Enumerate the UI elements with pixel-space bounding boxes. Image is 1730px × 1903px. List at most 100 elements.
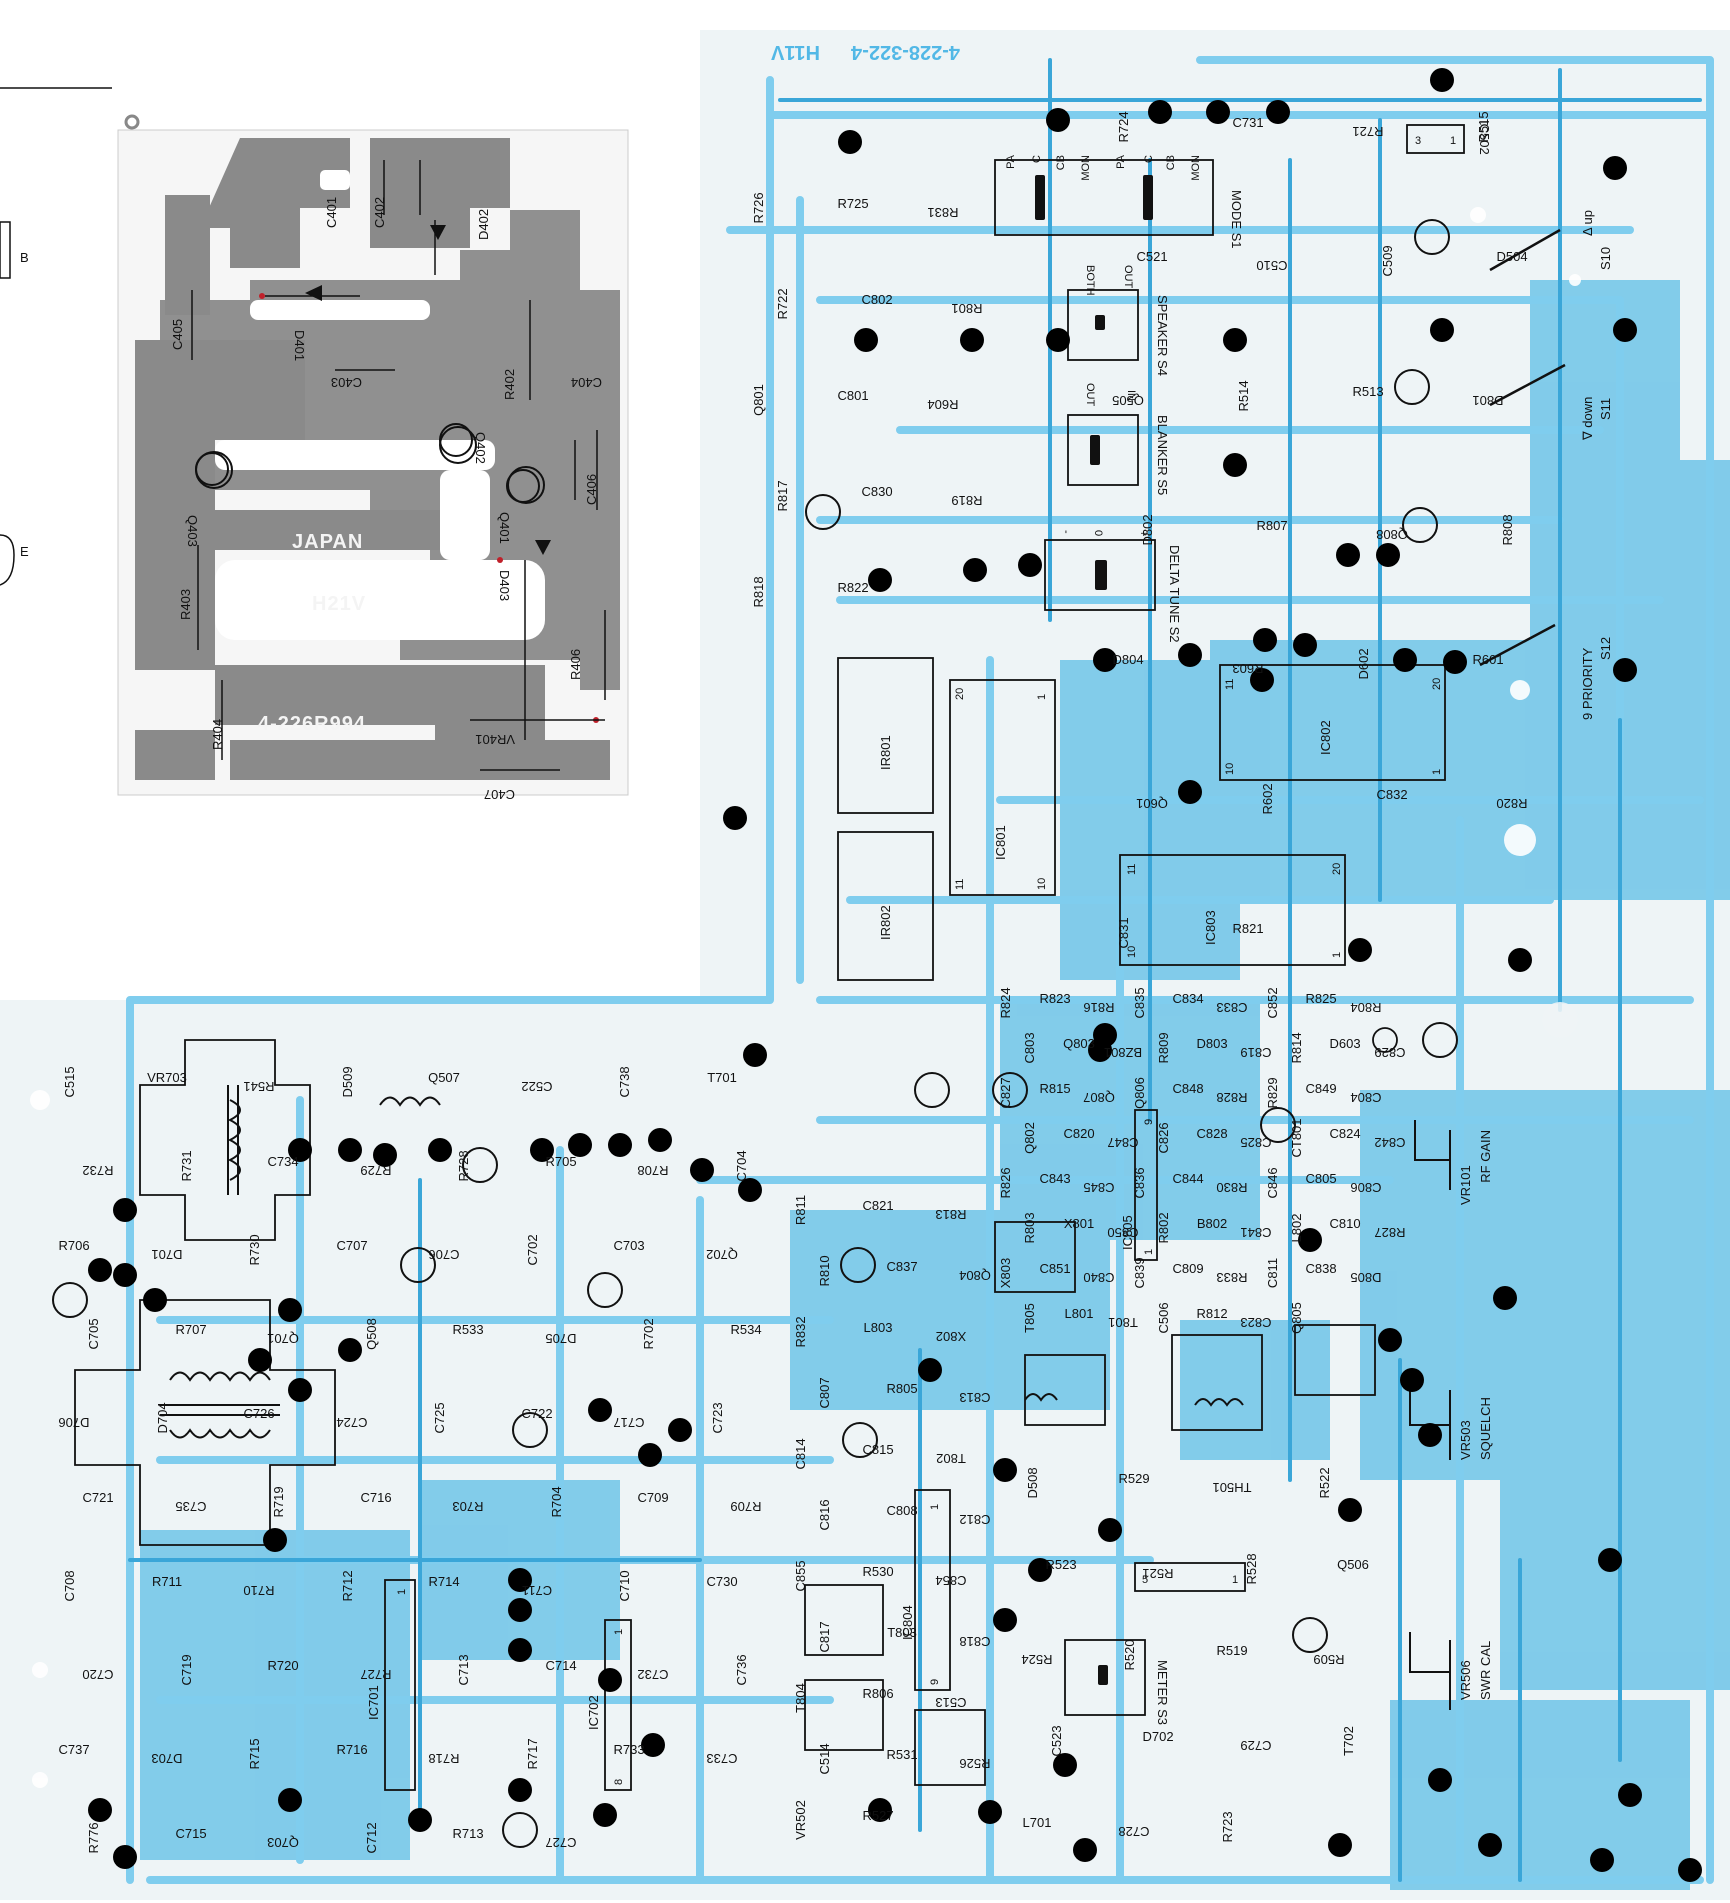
- solder-pad: [143, 1288, 167, 1312]
- solder-pad: [993, 1458, 1017, 1482]
- component-ref-label: R509: [1313, 1652, 1344, 1667]
- component-ref-label: C806: [1350, 1180, 1381, 1195]
- delta-tune-label: DELTA TUNE S2: [1167, 545, 1182, 643]
- component-ref-label: Q806: [1132, 1077, 1147, 1109]
- component-ref-label: C706: [428, 1247, 459, 1262]
- component-ref-label: C810: [1329, 1216, 1360, 1231]
- component-ref-label: R827: [1374, 1225, 1405, 1240]
- component-ref-label: R526: [959, 1756, 990, 1771]
- solder-pad: [1508, 948, 1532, 972]
- component-ref-label: L801: [1065, 1306, 1094, 1321]
- component-ref-label: D504: [1496, 249, 1527, 264]
- solder-pad: [743, 1043, 767, 1067]
- component-ref-label: C834: [1172, 991, 1203, 1006]
- solder-pad: [1598, 1548, 1622, 1572]
- component-ref-label: R710: [243, 1583, 274, 1598]
- speaker-pos-out: OUT: [1122, 265, 1134, 289]
- component-ref-label: R730: [247, 1234, 262, 1265]
- component-ref-label: T805: [1022, 1303, 1037, 1333]
- component-ref-label: C703: [613, 1238, 644, 1253]
- component-ref-label: R806: [862, 1686, 893, 1701]
- component-ref-label: C805: [1305, 1171, 1336, 1186]
- solder-pad: [1293, 633, 1317, 657]
- ic502-body: [1406, 124, 1465, 154]
- component-ref-label: Q601: [1136, 796, 1168, 811]
- component-ref-label: R816: [1083, 1000, 1114, 1015]
- solder-pad: [868, 568, 892, 592]
- solder-pad: [1223, 328, 1247, 352]
- component-ref-label: R530: [862, 1564, 893, 1579]
- component-ref-label: C716: [360, 1490, 391, 1505]
- solder-pad: [1098, 1518, 1122, 1542]
- component-ref-label: C725: [432, 1402, 447, 1433]
- solder-pad: [1443, 650, 1467, 674]
- component-ref-label: C817: [817, 1621, 832, 1652]
- component-ref-label: C851: [1039, 1261, 1070, 1276]
- solder-pad: [568, 1133, 592, 1157]
- solder-pad: [963, 558, 987, 582]
- component-ref-label: C719: [179, 1654, 194, 1685]
- component-ref-label: C513: [935, 1695, 966, 1710]
- mode-position-label: MON: [1080, 155, 1092, 181]
- component-ref-label: C820: [1063, 1126, 1094, 1141]
- solder-pad: [1178, 643, 1202, 667]
- component-ref-label: D804: [1112, 652, 1143, 667]
- component-ref-label: C833: [1216, 1000, 1247, 1015]
- component-ref-label: Q807: [1083, 1090, 1115, 1105]
- component-ref-label: C702: [525, 1234, 540, 1265]
- small-board-origin: JAPAN: [292, 531, 363, 553]
- component-ref-label: R719: [271, 1486, 286, 1517]
- solder-pad: [1328, 1833, 1352, 1857]
- solder-pad: [641, 1733, 665, 1757]
- component-ref-label: R805: [886, 1381, 917, 1396]
- ic802-body: [1219, 664, 1446, 781]
- component-ref-label: D701: [151, 1247, 182, 1262]
- component-ref-label: C819: [1240, 1045, 1271, 1060]
- solder-pad: [960, 328, 984, 352]
- component-ref-label: R826: [998, 1167, 1013, 1198]
- component-ref-label: R722: [775, 288, 790, 319]
- component-ref-label: C852: [1265, 987, 1280, 1018]
- blanker-pos-out: OUT: [1084, 383, 1096, 407]
- up-button-label: Δ up: [1580, 210, 1595, 236]
- delta-pos-zero: 0: [1092, 530, 1104, 536]
- small-board-ref-label: C402: [372, 197, 387, 228]
- component-ref-label: C731: [1232, 115, 1263, 130]
- component-ref-label: C811: [1265, 1258, 1280, 1288]
- component-ref-label: R727: [360, 1667, 391, 1682]
- component-ref-label: C509: [1380, 245, 1395, 276]
- component-ref-label: C818: [959, 1634, 990, 1649]
- l801-body: [1171, 1334, 1263, 1431]
- solder-pad: [868, 1798, 892, 1822]
- small-board-ref-label: C403: [331, 375, 362, 390]
- solder-pad: [1393, 648, 1417, 672]
- component-ref-label: R830: [1216, 1180, 1247, 1195]
- solder-pad: [1223, 453, 1247, 477]
- component-ref-label: R534: [730, 1322, 761, 1337]
- ic701-pin-1: 1: [396, 1589, 408, 1595]
- component-ref-label: C723: [710, 1402, 725, 1433]
- solder-pad: [854, 328, 878, 352]
- component-ref-label: R720: [267, 1658, 298, 1673]
- component-ref-label: R601: [1472, 652, 1503, 667]
- component-ref-label: D802: [1140, 514, 1155, 545]
- t702-body: [139, 1039, 311, 1241]
- component-ref-label: C826: [1156, 1122, 1171, 1153]
- component-ref-label: C840: [1083, 1270, 1114, 1285]
- solder-pad: [1073, 1838, 1097, 1862]
- component-ref-label: C705: [86, 1318, 101, 1349]
- component-ref-label: T701: [707, 1070, 737, 1085]
- component-ref-label: R704: [549, 1486, 564, 1517]
- component-ref-label: C846: [1265, 1167, 1280, 1198]
- ic803-pin-11: 11: [1126, 864, 1138, 875]
- ir801-body: [837, 657, 934, 814]
- meter-switch-label: METER S3: [1155, 1660, 1170, 1725]
- component-ref-label: Q805: [1289, 1302, 1304, 1334]
- component-ref-label: Q703: [267, 1835, 299, 1850]
- component-ref-label: C728: [1118, 1824, 1149, 1839]
- switch-contacts: [1035, 175, 1153, 1685]
- component-ref-label: R726: [751, 192, 766, 223]
- component-ref-label: C847: [1107, 1135, 1138, 1150]
